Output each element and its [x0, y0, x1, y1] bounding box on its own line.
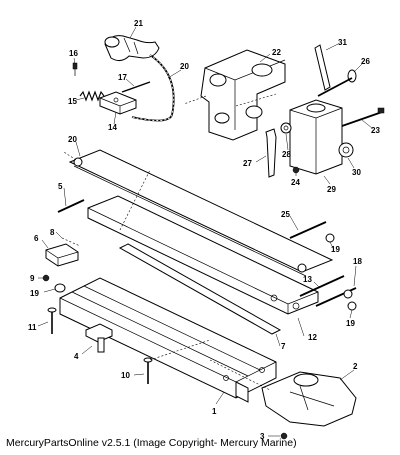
- callout-28: 26: [361, 57, 370, 66]
- part-1-base: [59, 277, 277, 403]
- exploded-view-drawing: 21 16 17 20 15 14 22 31 26 23 28 27 24 3…: [28, 19, 385, 440]
- part-24-bracket: [200, 49, 286, 141]
- part-9-nut: [42, 274, 50, 282]
- part-31-block: [289, 99, 343, 175]
- callout-30: 28: [282, 150, 291, 159]
- callout-labels: 21 16 17 20 15 14 22 31 26 23 28 27 24 3…: [28, 19, 380, 440]
- part-17-pin: [121, 81, 151, 93]
- callout-27: 25: [281, 210, 290, 219]
- callout-17: 17: [118, 73, 127, 82]
- part-16-screw: [72, 62, 78, 76]
- callout-14: 14: [108, 123, 117, 132]
- part-22-cable: [131, 54, 175, 122]
- callout-21: 19: [30, 289, 39, 298]
- callout-8: 8: [50, 228, 55, 237]
- part-25-bolt: [341, 107, 385, 127]
- assembly-lines: [63, 93, 277, 391]
- callout-32: 30: [352, 168, 361, 177]
- callout-5: 5: [58, 182, 63, 191]
- callout-11: 11: [28, 323, 37, 332]
- image-caption: MercuryPartsOnline v2.5.1 (Image Copyrig…: [6, 437, 297, 449]
- part-20-rail: [68, 149, 334, 277]
- part-13-pin: [299, 275, 345, 297]
- callout-4: 4: [74, 352, 79, 361]
- part-12-bar: [87, 195, 319, 315]
- part-23-boot: [104, 35, 160, 62]
- callout-19-a: 19: [331, 245, 340, 254]
- part-15-spring: [79, 90, 105, 102]
- callout-6: 6: [34, 234, 39, 243]
- callout-25: 23: [371, 126, 380, 135]
- callout-26: 24: [291, 178, 300, 187]
- callout-15: 15: [68, 97, 77, 106]
- part-5-pin: [57, 199, 85, 213]
- callout-23: 21: [134, 19, 143, 28]
- part-33-pin: [314, 44, 331, 91]
- callout-22: 20: [180, 62, 189, 71]
- part-21-bushing: [54, 283, 66, 293]
- part-3-screw: [280, 432, 288, 440]
- part-2-clamp: [261, 371, 357, 427]
- part-19-nuts: [325, 233, 357, 311]
- callout-16: 16: [69, 49, 78, 58]
- callout-33: 31: [338, 38, 347, 47]
- part-26-nut: [292, 166, 300, 174]
- callout-13: 13: [303, 275, 312, 284]
- callout-18: 18: [353, 257, 362, 266]
- callout-12: 12: [308, 333, 317, 342]
- part-10-screw: [143, 357, 153, 384]
- part-30-washer: [280, 122, 292, 134]
- callout-19-b: 19: [346, 319, 355, 328]
- part-4-block: [85, 323, 113, 353]
- part-7-strip: [118, 243, 282, 335]
- part-6-block: [45, 243, 79, 267]
- part-28-bolt: [317, 69, 357, 97]
- part-8-screw: [61, 237, 81, 247]
- callout-10: 10: [121, 371, 130, 380]
- callout-20: 20: [68, 135, 77, 144]
- part-14-clip: [99, 91, 137, 115]
- part-29-handle: [265, 128, 277, 178]
- callout-24: 22: [272, 48, 281, 57]
- callout-31: 29: [327, 185, 336, 194]
- callout-9: 9: [30, 274, 35, 283]
- part-32-knob: [338, 142, 354, 158]
- callout-2: 2: [353, 362, 358, 371]
- callout-29: 27: [243, 159, 252, 168]
- callout-1: 1: [212, 407, 217, 416]
- part-27-pin: [289, 221, 327, 239]
- callout-3: 3: [260, 432, 265, 440]
- part-11-screw: [47, 307, 57, 334]
- callout-7: 7: [281, 342, 286, 351]
